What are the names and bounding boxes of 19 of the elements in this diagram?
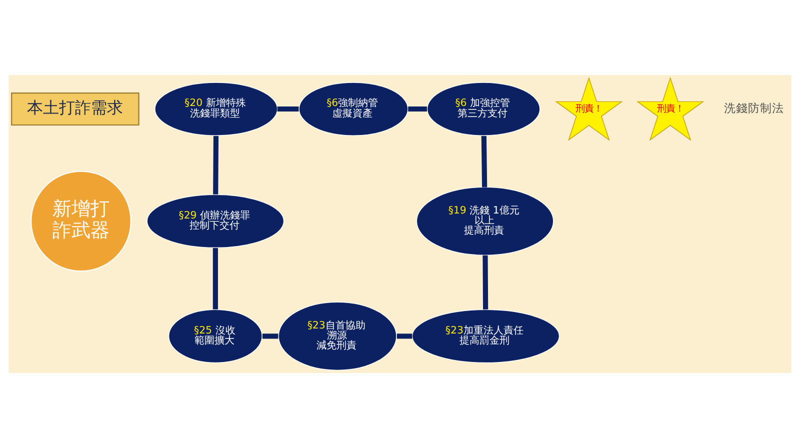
node-ellipse: §25 沒收範圍擴大 <box>168 309 262 364</box>
node-ellipse: §19 洗錢 1億元以上 提高刑責 <box>416 186 554 256</box>
node-circle: 新增打詐武器 <box>30 170 132 272</box>
node-ellipse: §6強制納管 虛擬資產 <box>298 82 408 136</box>
node-ellipse: §29 偵辦洗錢罪 控制下交付 <box>146 194 284 248</box>
connector <box>277 106 299 112</box>
connector <box>408 106 427 112</box>
connector <box>213 136 219 194</box>
node-ellipse: §6 加強控管 第三方支付 <box>426 82 540 136</box>
node-ellipse: §23自首協助溯源 減免刑責 <box>278 302 397 371</box>
connector <box>212 248 218 310</box>
node-ellipse: §20 新增特殊 洗錢罪類型 <box>154 82 278 136</box>
connector <box>481 136 488 188</box>
label: 洗錢防制法 <box>724 100 784 115</box>
node-ellipse: §23加重法人責任 提高罰金刑 <box>412 309 560 364</box>
node-box: 本土打詐需求 <box>11 92 140 126</box>
connector <box>262 334 278 339</box>
connector <box>396 334 412 339</box>
connector <box>482 255 488 310</box>
